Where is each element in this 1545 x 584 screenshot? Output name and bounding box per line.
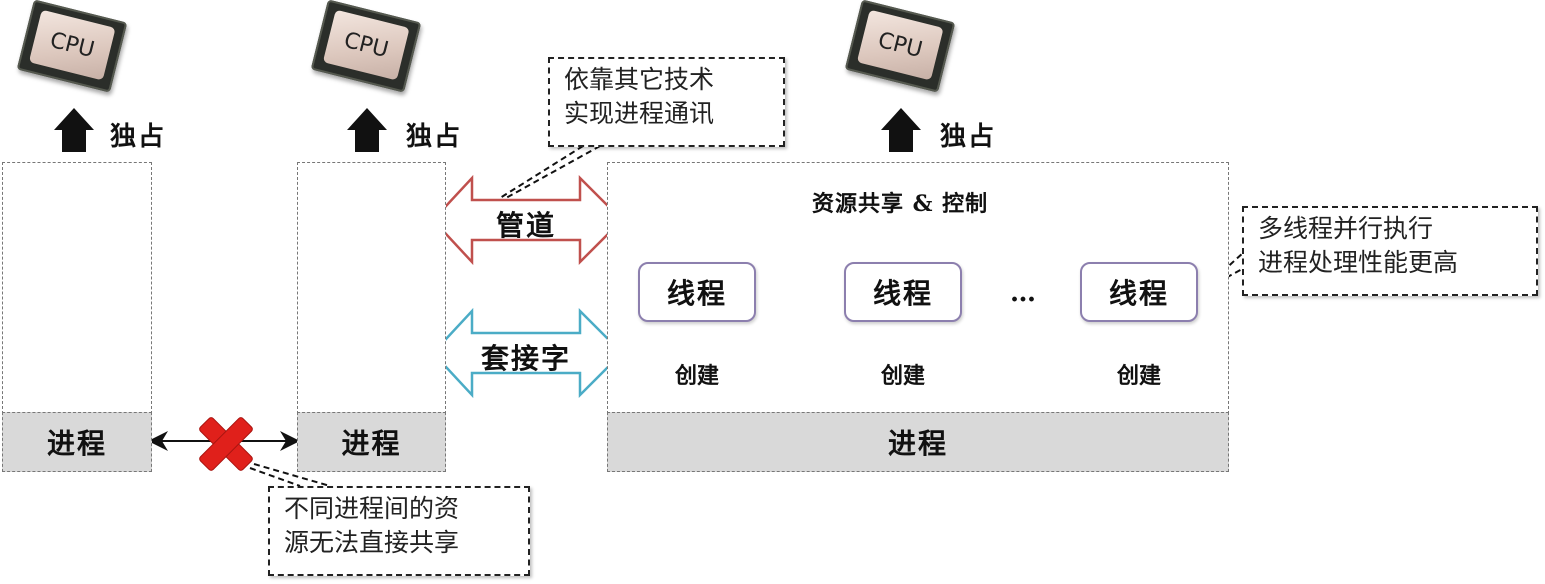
- cpu-chip-2: CPU: [310, 0, 422, 93]
- thread-box: 线程: [1080, 262, 1198, 322]
- isolation-callout-pointer: [249, 463, 331, 487]
- process-3-bar: 进程: [607, 412, 1229, 472]
- create-label: 创建: [1116, 363, 1161, 389]
- process-1-space: [2, 162, 152, 414]
- exclusive-label: 独占: [940, 122, 997, 152]
- up-arrow-icon: [881, 108, 921, 152]
- cpu-icon: CPU: [310, 0, 422, 93]
- ipc-callout: 依靠其它技术 实现进程通讯: [548, 57, 785, 147]
- cpu-chip-1: CPU: [16, 0, 128, 93]
- callout-line: 依靠其它技术: [564, 65, 715, 94]
- create-label: 创建: [880, 363, 925, 389]
- cpu-icon: CPU: [16, 0, 128, 93]
- pipe-label: 管道: [495, 209, 556, 242]
- exclusive-label: 独占: [406, 122, 463, 152]
- callout-line: 进程处理性能更高: [1258, 248, 1459, 277]
- isolation-callout: 不同进程间的资 源无法直接共享: [268, 486, 530, 576]
- process-1-bar: 进程: [2, 412, 152, 472]
- thread-box: 线程: [844, 262, 962, 322]
- thread-callout: 多线程并行执行 进程处理性能更高: [1242, 206, 1538, 296]
- up-arrow-icon: [347, 108, 387, 152]
- process-2-space: [297, 162, 446, 414]
- blocked-cross-icon: [199, 417, 253, 471]
- create-label: 创建: [674, 363, 719, 389]
- exclusive-label: 独占: [110, 122, 167, 152]
- callout-line: 不同进程间的资: [284, 494, 460, 523]
- callout-line: 多线程并行执行: [1258, 214, 1434, 243]
- up-arrow-icon: [54, 108, 94, 152]
- ipc-callout-pointer: [499, 145, 601, 199]
- cpu-chip-3: CPU: [844, 0, 956, 93]
- process-2-bar: 进程: [297, 412, 446, 472]
- cpu-exclusive-arrows: [54, 108, 921, 152]
- callout-line: 源无法直接共享: [284, 528, 460, 557]
- resource-share-label: 资源共享 & 控制: [812, 191, 989, 217]
- socket-label: 套接字: [480, 342, 571, 375]
- thread-box: 线程: [638, 262, 756, 322]
- more-threads-ellipsis: …: [1010, 278, 1038, 308]
- callout-line: 实现进程通讯: [564, 99, 715, 128]
- cpu-icon: CPU: [844, 0, 956, 93]
